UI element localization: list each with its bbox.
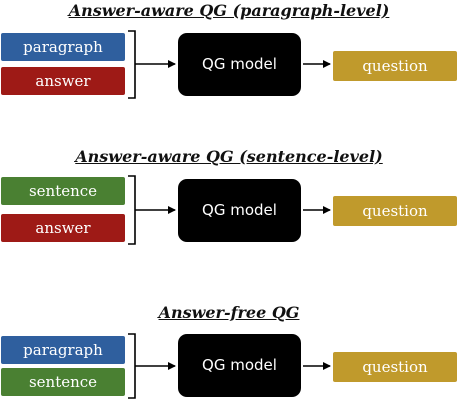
- brace-3: [128, 333, 141, 399]
- qg-model-box: QG model: [178, 334, 301, 397]
- input-sentence: sentence: [1, 368, 125, 396]
- output-question: question: [333, 51, 457, 81]
- qg-model-box: QG model: [178, 179, 301, 242]
- brace-1: [128, 30, 141, 99]
- section-title: Answer-aware QG (sentence-level): [75, 147, 383, 166]
- input-sentence: sentence: [1, 177, 125, 205]
- input-paragraph: paragraph: [1, 33, 125, 61]
- qg-model-box: QG model: [178, 33, 301, 96]
- input-paragraph: paragraph: [1, 336, 125, 364]
- output-question: question: [333, 352, 457, 382]
- input-answer: answer: [1, 214, 125, 242]
- section-title: Answer-aware QG (paragraph-level): [68, 1, 390, 20]
- brace-2: [128, 175, 141, 245]
- output-question: question: [333, 196, 457, 226]
- input-answer: answer: [1, 67, 125, 95]
- section-title: Answer-free QG: [158, 303, 300, 322]
